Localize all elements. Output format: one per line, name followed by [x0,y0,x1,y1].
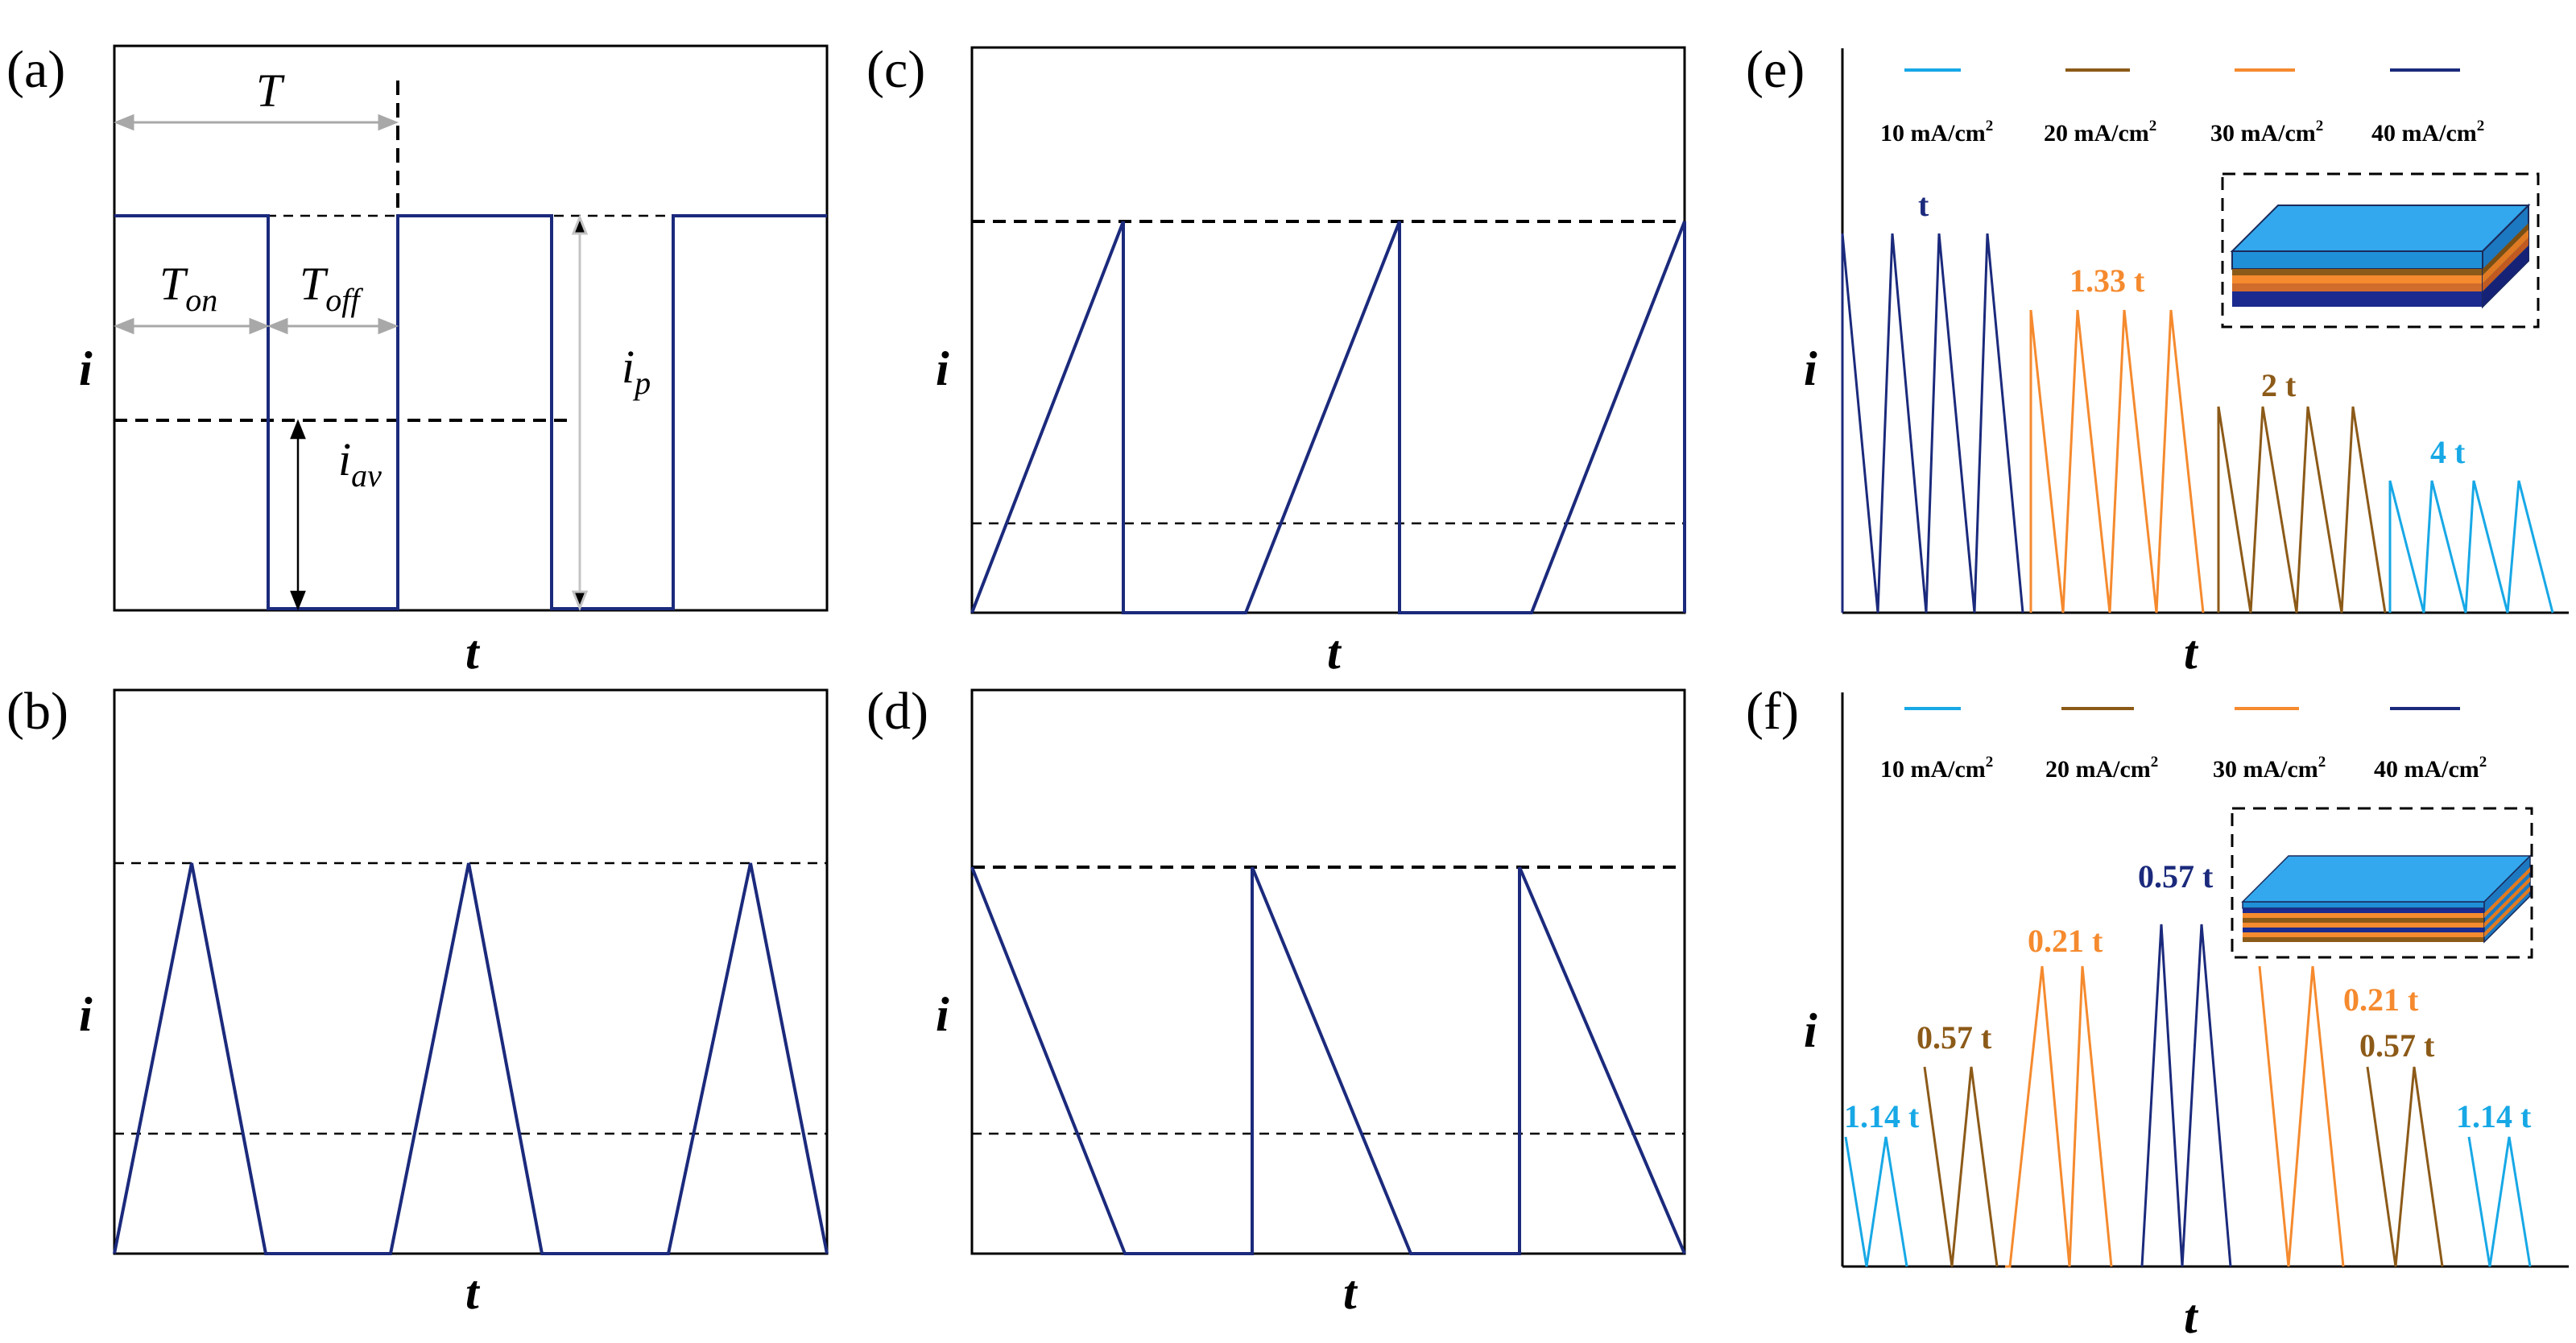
panel-a-frame [113,44,829,612]
panel-c-ramp-up-waveform [970,221,1686,614]
panel-d-xlabel: t [1343,1266,1358,1319]
panel-f-multiplier-10-left: 1.14 t [1844,1098,1920,1134]
panel-a-xlabel: t [465,626,481,679]
panel-a-label: (a) [6,40,65,99]
panel-e-label: (e) [1746,40,1805,99]
panel-a-average-current-label: iav [338,433,382,494]
panel-d-frame [970,688,1686,1255]
panel-f-10-waveform-left [1844,1136,1908,1267]
panel-b-frame [113,688,829,1255]
panel-f-20-waveform-left [1923,1066,1999,1267]
panel-c-ylabel: i [936,342,949,395]
panel-d-ramp-down-waveform [970,866,1686,1255]
panel-e-multiplier-10: 4 t [2430,434,2466,470]
panel-e-legend-label-10: 10 mA/cm2 [1880,118,1993,147]
panel-c-xlabel: t [1327,626,1342,679]
panel-a-period-label: T [256,64,285,117]
panel-a-on-time-arrow [113,317,271,335]
panel-e-multiplier-40: t [1918,187,1929,223]
panel-f-multiplier-20-left: 0.57 t [1916,1019,1992,1056]
panel-e-legend-label-40: 40 mA/cm2 [2371,118,2484,147]
panel-a-peak-current-label: ip [622,341,651,401]
panel-f-20-waveform-right [2366,1066,2444,1267]
panel-e-xlabel: t [2184,626,2199,679]
panel-b-ylabel: i [79,988,93,1041]
panel-b-label: (b) [6,682,68,741]
panel-f-label: (f) [1746,682,1799,741]
panel-a-peak-arrow [571,213,589,612]
panel-f-multiplier-40: 0.57 t [2138,858,2214,895]
panel-a-off-time-label: Toff [300,258,363,318]
panel-b: (b) i t [6,682,829,1319]
panel-a-on-time-label: Ton [159,258,217,318]
panel-e-40-waveform [1841,233,2024,614]
panel-e-legend-label-20: 20 mA/cm2 [2044,118,2156,147]
panel-e: (e) i t 10 mA/cm2 20 mA/cm2 30 mA/cm2 40… [1746,40,2569,679]
panel-e-legend-label-30: 30 mA/cm2 [2210,118,2323,147]
panel-a-ylabel: i [79,342,93,395]
panel-e-10-waveform [2388,480,2554,614]
panel-c-frame [970,46,1686,614]
panel-f-legend-label-40: 40 mA/cm2 [2374,754,2487,783]
panel-a-period-arrow [113,114,399,131]
panel-f-multiplier-30-left: 0.21 t [2028,923,2103,959]
panel-e-20-waveform [2217,406,2387,614]
panel-f-30-waveform-right [2258,965,2345,1267]
panel-a: (a) i t [6,40,829,679]
panel-e-multiplier-20: 2 t [2261,367,2297,403]
panel-e-layer-stack-inset [2221,172,2540,329]
panel-e-multiplier-30: 1.33 t [2069,262,2145,299]
panel-f-30-waveform-left [2005,965,2113,1268]
panel-d-ylabel: i [936,988,949,1041]
panel-f-multiplier-10-right: 1.14 t [2456,1098,2532,1134]
panel-d: (d) i t [866,682,1686,1319]
panel-f-multiplier-30-right: 0.21 t [2343,981,2419,1018]
panel-e-ylabel: i [1804,342,1817,395]
panel-b-triangle-waveform [113,862,829,1255]
panel-a-off-time-arrow [267,317,399,335]
panel-b-xlabel: t [465,1266,481,1319]
panel-c-label: (c) [866,40,925,99]
panel-f-multiplier-20-right: 0.57 t [2359,1027,2435,1064]
panel-f-40-waveform [2140,924,2232,1267]
panel-f-legend-label-30: 30 mA/cm2 [2213,754,2326,783]
panel-f-legend-label-20: 20 mA/cm2 [2045,754,2158,783]
panel-a-average-arrow [290,419,306,611]
panel-a-square-waveform [114,214,827,610]
panel-d-label: (d) [866,682,928,741]
panel-f-10-waveform-right [2467,1136,2532,1267]
panel-f-legend-label-10: 10 mA/cm2 [1880,754,1993,783]
panel-f-xlabel: t [2184,1290,2199,1343]
panel-e-30-waveform [2029,309,2205,614]
panel-c: (c) i t [866,40,1686,679]
panel-f-layer-stack-inset [2231,807,2533,959]
panel-f: (f) i t 10 mA/cm2 20 mA/cm2 30 mA/cm2 40… [1746,682,2569,1343]
panel-f-ylabel: i [1804,1004,1817,1057]
